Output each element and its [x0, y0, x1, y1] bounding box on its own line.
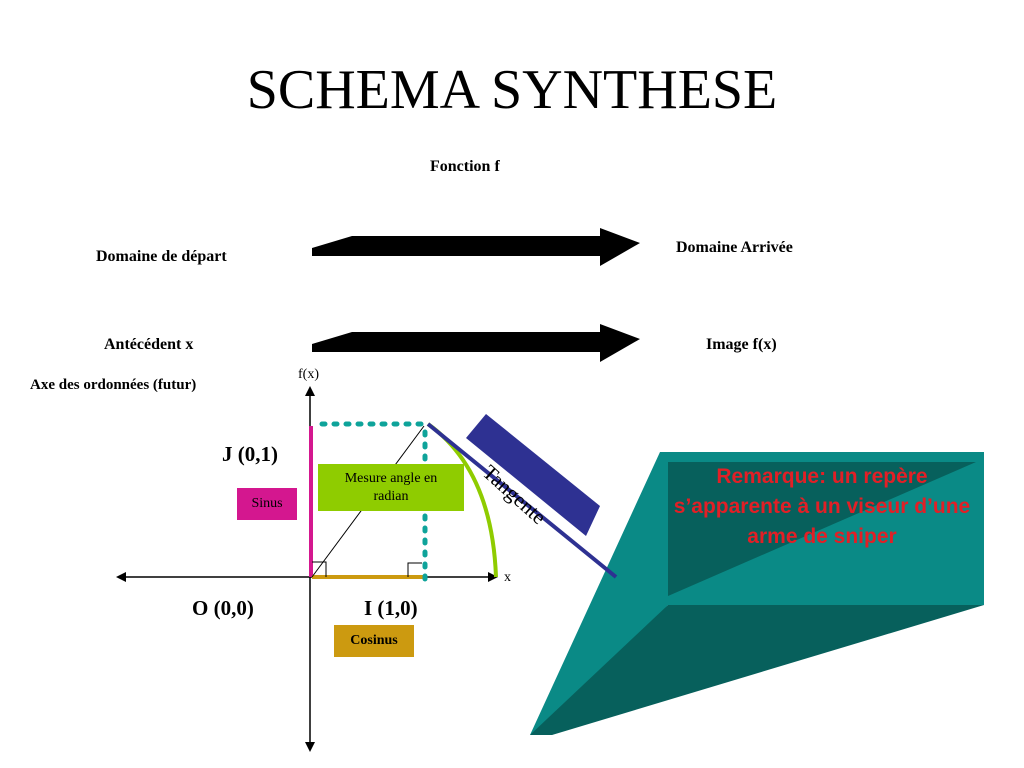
y-axis-arrow-top	[305, 386, 315, 396]
tangent-line	[426, 422, 618, 579]
x-axis-arrow-left	[116, 572, 126, 582]
x-axis-label: x	[504, 570, 511, 585]
ordinate-axis-label: Axe des ordonnées (futur)	[30, 377, 197, 393]
angle-measure-box: Mesure angle en radian	[318, 464, 464, 511]
x-axis-arrow-right	[488, 572, 498, 582]
page-title: SCHEMA SYNTHESE	[246, 59, 778, 121]
cosinus-box: Cosinus	[334, 625, 414, 657]
function-arrow-top	[312, 228, 640, 266]
tangent-box	[466, 414, 600, 536]
callout-bottom	[530, 605, 984, 735]
sinus-box: Sinus	[237, 488, 297, 520]
y-axis-arrow-bottom	[305, 742, 315, 752]
image-label: Image f(x)	[706, 336, 777, 353]
right-angle-origin	[312, 561, 327, 577]
function-label: Fonction f	[430, 158, 500, 175]
function-arrow-bottom	[312, 324, 640, 362]
point-j-label: J (0,1)	[222, 442, 278, 466]
point-i-label: I (1,0)	[364, 596, 418, 620]
point-o-label: O (0,0)	[192, 596, 254, 620]
y-axis-label: f(x)	[298, 367, 319, 382]
right-angle-cos	[407, 562, 422, 577]
remark-text: Remarque: un repère s’apparente à un vis…	[673, 465, 971, 548]
domain-end-label: Domaine Arrivée	[676, 239, 793, 256]
domain-start-label: Domaine de départ	[96, 248, 227, 265]
callout-front-light	[668, 462, 976, 596]
antecedent-label: Antécédent x	[104, 336, 194, 353]
